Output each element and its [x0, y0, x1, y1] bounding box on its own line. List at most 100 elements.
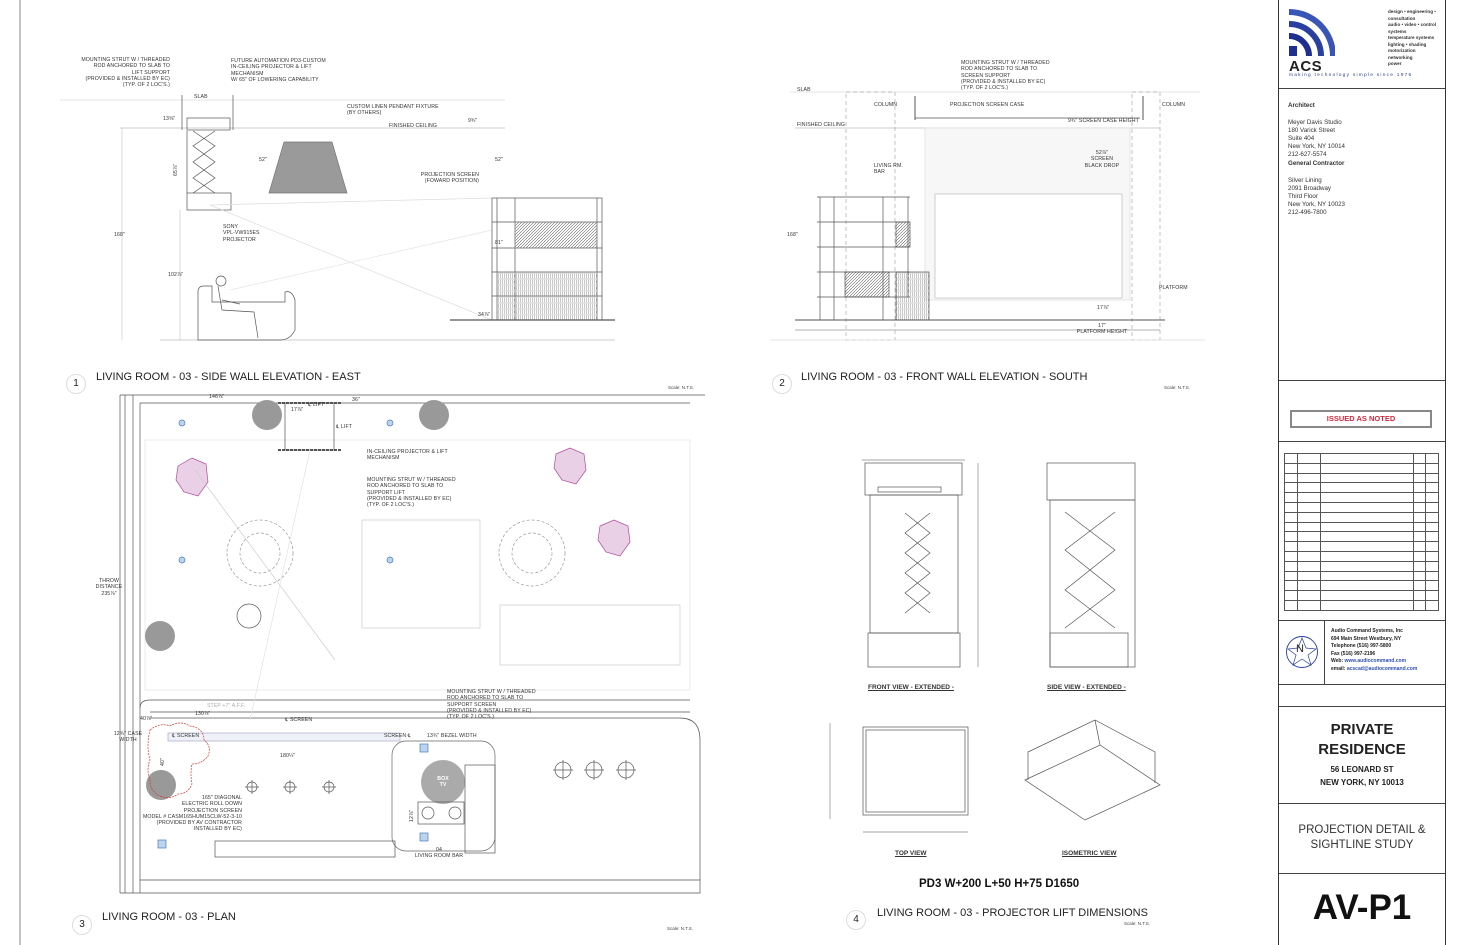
case-height-label: 9¾" SCREEN CASE HEIGHT: [1068, 118, 1139, 124]
speaker-ceiling: [419, 400, 449, 430]
revision-cell: [1425, 501, 1439, 513]
projection-screen-plan: [167, 732, 401, 742]
email-label: email:: [1331, 665, 1346, 672]
bar-label: LIVING RM. BAR: [874, 163, 903, 176]
website-link[interactable]: www.audiocommand.com: [1344, 658, 1407, 665]
north-arrow-icon: [1286, 636, 1318, 668]
revision-row: [1284, 560, 1439, 572]
side-view-label: SIDE VIEW - EXTENDED -: [1047, 684, 1126, 691]
revision-cell: [1425, 580, 1439, 592]
revision-cell: [1425, 492, 1439, 503]
dim-146: 146⅞": [209, 394, 225, 400]
revision-cell: [1425, 570, 1439, 582]
revision-row: [1284, 521, 1439, 533]
revision-cell: [1296, 462, 1321, 474]
area-rug-patterns: [226, 519, 566, 587]
column-label: COLUMN: [874, 102, 898, 108]
revision-cell: [1412, 472, 1427, 484]
revision-cell: [1284, 531, 1298, 543]
strut-screen-note: MOUNTING STRUT W / THREADED ROD ANCHORED…: [447, 689, 536, 721]
drawing-number: 2: [772, 374, 792, 394]
architect-heading: Architect: [1288, 102, 1315, 110]
revision-table: [1284, 453, 1439, 611]
company-name: Audio Command Systems, Inc: [1331, 628, 1403, 634]
strut-note: MOUNTING STRUT W / THREADED ROD ANCHORED…: [961, 60, 1050, 92]
revision-cell: [1319, 482, 1414, 494]
drawing-title: LIVING ROOM - 03 - PLAN: [102, 911, 236, 923]
revision-cell: [1319, 453, 1414, 464]
revision-cell: [1412, 570, 1427, 582]
dim-pendant: 52": [259, 157, 267, 163]
revision-cell: [1296, 521, 1321, 533]
platform-label: PLATFORM: [1159, 285, 1188, 291]
tv-speaker: [421, 760, 465, 804]
revision-cell: [1319, 590, 1414, 601]
slab-label: SLAB: [797, 87, 811, 93]
screen-centerline: ℄ SCREEN: [285, 717, 313, 723]
company-info: Audio Command Systems, Inc 694 Main Stre…: [1331, 628, 1417, 674]
revision-row: [1284, 511, 1439, 523]
revision-cell: [1425, 453, 1439, 464]
bar-label: 04 LIVING ROOM BAR: [414, 847, 464, 860]
isometric-view-label: ISOMETRIC VIEW: [1062, 850, 1117, 857]
contractor-heading: General Contractor: [1288, 160, 1345, 168]
services-list: design • engineering • consultation audi…: [1388, 9, 1437, 66]
revision-row: [1284, 453, 1439, 464]
revision-row: [1284, 550, 1439, 562]
accent-chairs: [175, 447, 631, 557]
dim-drop: 65⅞": [173, 163, 179, 176]
revision-cell: [1284, 472, 1298, 484]
email-link[interactable]: acscad@audiocommand.com: [1346, 665, 1418, 672]
project-street: 56 LEONARD ST: [1330, 765, 1394, 774]
dim-screen-height: 52": [495, 157, 503, 163]
recessed-lights: [245, 760, 636, 794]
speaker-icons: [157, 419, 429, 849]
revision-row: [1284, 531, 1439, 543]
status-stamp: ISSUED AS NOTED: [1290, 410, 1432, 428]
revision-cell: [1412, 521, 1427, 533]
divider: [1279, 620, 1445, 621]
revision-row: [1284, 599, 1439, 611]
project-city: NEW YORK, NY 10013: [1320, 778, 1404, 787]
lift-model: PD3 W+200 L+50 H+75 D1650: [919, 878, 1080, 890]
revision-row: [1284, 570, 1439, 582]
revision-cell: [1284, 453, 1298, 464]
front-wall-elevation: [770, 91, 1205, 341]
side-view: [1046, 462, 1136, 501]
revision-cell: [1296, 570, 1321, 582]
revision-cell: [1296, 560, 1321, 572]
side-wall-elevation: [60, 95, 615, 341]
revision-row: [1284, 472, 1439, 484]
revision-cell: [1319, 560, 1414, 572]
projection-screen: [934, 193, 1123, 299]
dim-130: 130⅞": [195, 711, 211, 717]
throw-distance: THROW DISTANCE 235⅞": [95, 578, 123, 597]
revision-cell: [1412, 453, 1427, 464]
revision-cell: [1425, 599, 1439, 611]
divider: [1279, 873, 1445, 874]
pendant-note: CUSTOM LINEN PENDANT FIXTURE (BY OTHERS): [347, 104, 439, 117]
divider: [1279, 803, 1445, 804]
revision-cell: [1412, 590, 1427, 601]
divider: [1279, 380, 1445, 381]
north-label: N: [1296, 643, 1304, 655]
dim-180: 180¼": [280, 753, 296, 759]
revision-cell: [1412, 531, 1427, 543]
revision-cell: [1319, 521, 1414, 533]
drawing-title: LIVING ROOM - 03 - SIDE WALL ELEVATION -…: [96, 371, 361, 383]
project-name-line1: PRIVATE: [1330, 721, 1394, 738]
revision-cell: [1319, 599, 1414, 611]
drawing-scale: Scale: N.T.S.: [1124, 921, 1151, 926]
revision-row: [1284, 462, 1439, 474]
revision-cell: [1296, 511, 1321, 523]
revision-cell: [1296, 550, 1321, 562]
company-phone: Telephone (516) 997-5800: [1331, 643, 1392, 650]
projector-lift-plan: [284, 402, 335, 451]
project-name-line2: RESIDENCE: [1318, 741, 1406, 758]
revision-cell: [1296, 501, 1321, 513]
divider: [1279, 706, 1445, 707]
drawing-number: 4: [846, 910, 866, 930]
revision-cell: [1284, 599, 1298, 611]
revision-cell: [1412, 580, 1427, 592]
